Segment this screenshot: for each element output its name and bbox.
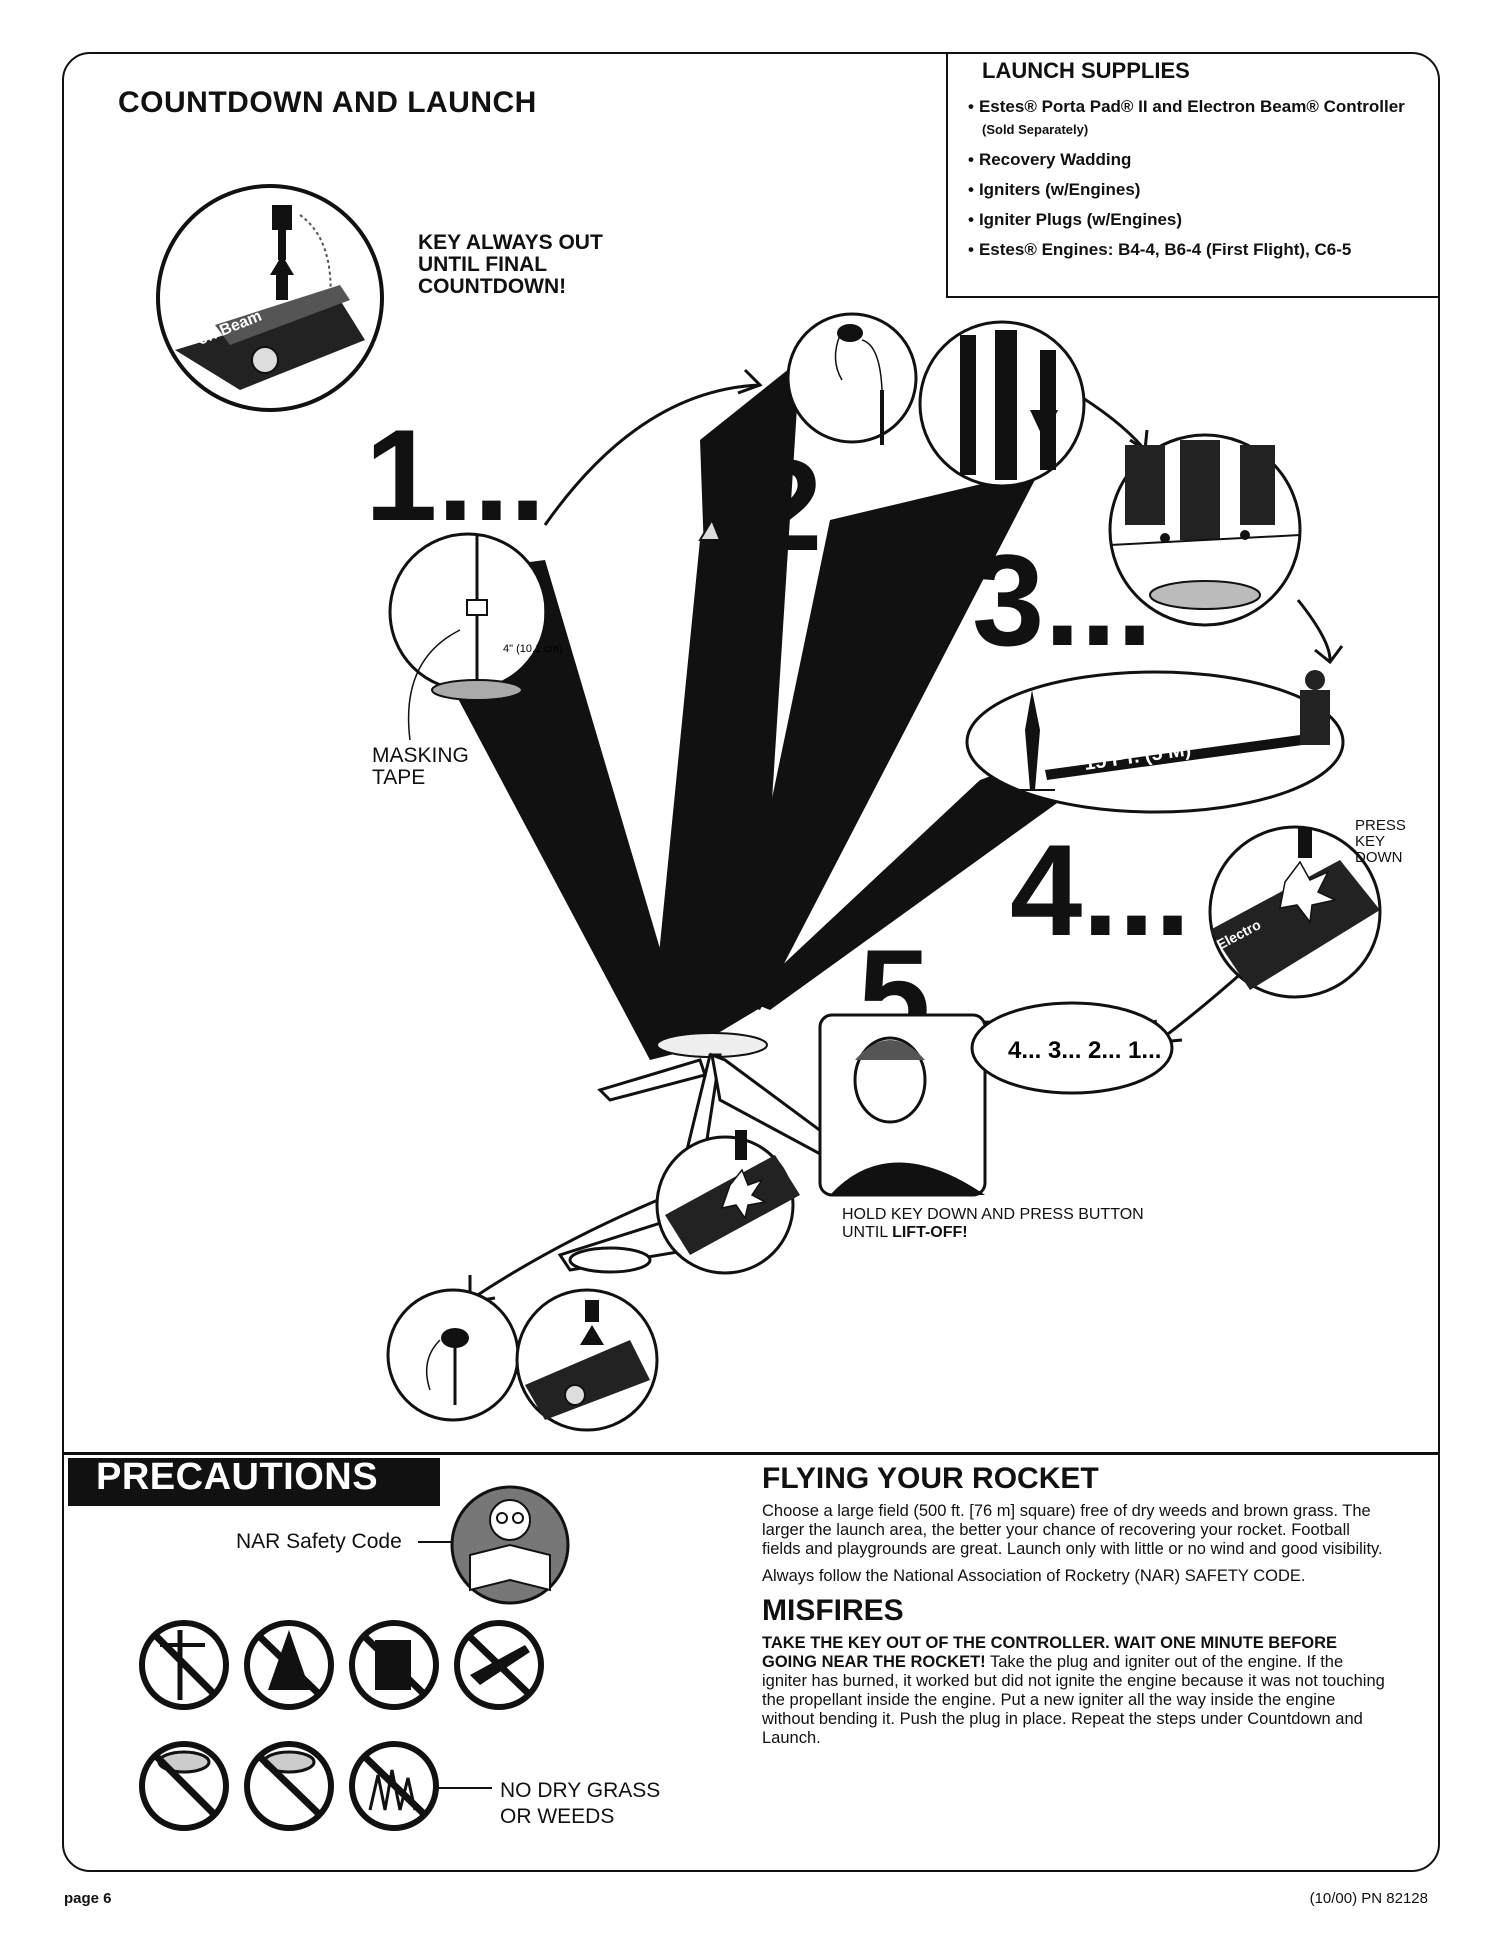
flying-section: FLYING YOUR ROCKET Choose a large field … — [762, 1462, 1392, 1756]
precautions-title: PRECAUTIONS — [96, 1456, 379, 1498]
section-divider — [62, 1452, 1440, 1455]
arrow-3 — [1296, 599, 1332, 661]
page-frame — [62, 52, 1440, 1872]
igniter-plug-circle — [786, 312, 918, 445]
step-4: 4... — [1010, 817, 1191, 963]
flying-paragraph: Choose a large field (500 ft. [76 m] squ… — [762, 1502, 1383, 1558]
key-always-out-label: KEY ALWAYS OUT UNTIL FINAL COUNTDOWN! — [418, 231, 603, 298]
rocket — [650, 517, 790, 1058]
countdown-person — [818, 1013, 987, 1197]
supply-item: Estes® Engines: B4-4, B6-4 (First Flight… — [968, 239, 1424, 261]
launch-supplies-box: LAUNCH SUPPLIES Estes® Porta Pad® II and… — [946, 52, 1440, 298]
key-out-circle: on Beam — [156, 184, 384, 412]
arrowhead-3 — [1314, 645, 1344, 665]
measure-label: 4" (10.1 cm) — [503, 643, 563, 655]
countdown-title: COUNTDOWN AND LAUNCH — [118, 86, 537, 119]
supply-item: Igniter Plugs (w/Engines) — [968, 209, 1424, 231]
masking-tape-label: MASKING TAPE — [372, 744, 469, 789]
arrow-5 — [469, 1193, 671, 1302]
speech-bubble: 4... 3... 2... 1... — [970, 1001, 1174, 1095]
step-2: 2... — [750, 432, 931, 578]
launch-supplies-list: Estes® Porta Pad® II and Electron Beam® … — [968, 96, 1424, 261]
speech-text: 4... 3... 2... 1... — [1008, 1037, 1161, 1064]
arrow-4 — [1159, 968, 1246, 1042]
distance-ellipse: 15 FT. (5 M) — [965, 670, 1345, 814]
micro-clips-circle — [1108, 433, 1302, 627]
countdown-illustration: 1... 2... 3... 4... 5... on Beam — [156, 184, 1382, 1432]
flying-paragraph: Always follow the National Association o… — [762, 1567, 1306, 1585]
arrowhead-1 — [737, 368, 763, 395]
hold-key-circle — [655, 1130, 800, 1275]
supply-item: Estes® Porta Pad® II and Electron Beam® … — [968, 96, 1424, 141]
press-key-down-label: PRESS KEY DOWN — [1355, 817, 1406, 866]
arrow-1 — [543, 383, 761, 526]
masking-tape-circle: 4" (10.1 cm) — [388, 532, 563, 741]
hold-key-label: HOLD KEY DOWN AND PRESS BUTTON UNTIL LIF… — [842, 1206, 1144, 1241]
no-dry-grass-label: NO DRY GRASS OR WEEDS — [500, 1779, 661, 1828]
press-key-circle: Electro — [1208, 825, 1382, 999]
supply-item: Igniters (w/Engines) — [968, 179, 1424, 201]
part-number: (10/00) PN 82128 — [1309, 1890, 1428, 1907]
supply-item: Recovery Wadding — [968, 149, 1424, 171]
page-number: page 6 — [64, 1890, 112, 1907]
beam-3 — [730, 470, 1040, 1010]
nar-safety-code-label: NAR Safety Code — [236, 1530, 402, 1553]
flying-title: FLYING YOUR ROCKET — [762, 1462, 1099, 1495]
precautions-bar — [68, 1458, 440, 1506]
launch-rod-circle — [918, 320, 1086, 488]
remove-igniter-circle — [386, 1288, 520, 1422]
launch-supplies-title: LAUNCH SUPPLIES — [982, 58, 1190, 83]
remove-key-circle — [515, 1288, 659, 1432]
misfires-paragraph: TAKE THE KEY OUT OF THE CONTROLLER. WAIT… — [762, 1634, 1385, 1747]
step-1: 1... — [365, 402, 546, 548]
misfires-title: MISFIRES — [762, 1594, 904, 1627]
